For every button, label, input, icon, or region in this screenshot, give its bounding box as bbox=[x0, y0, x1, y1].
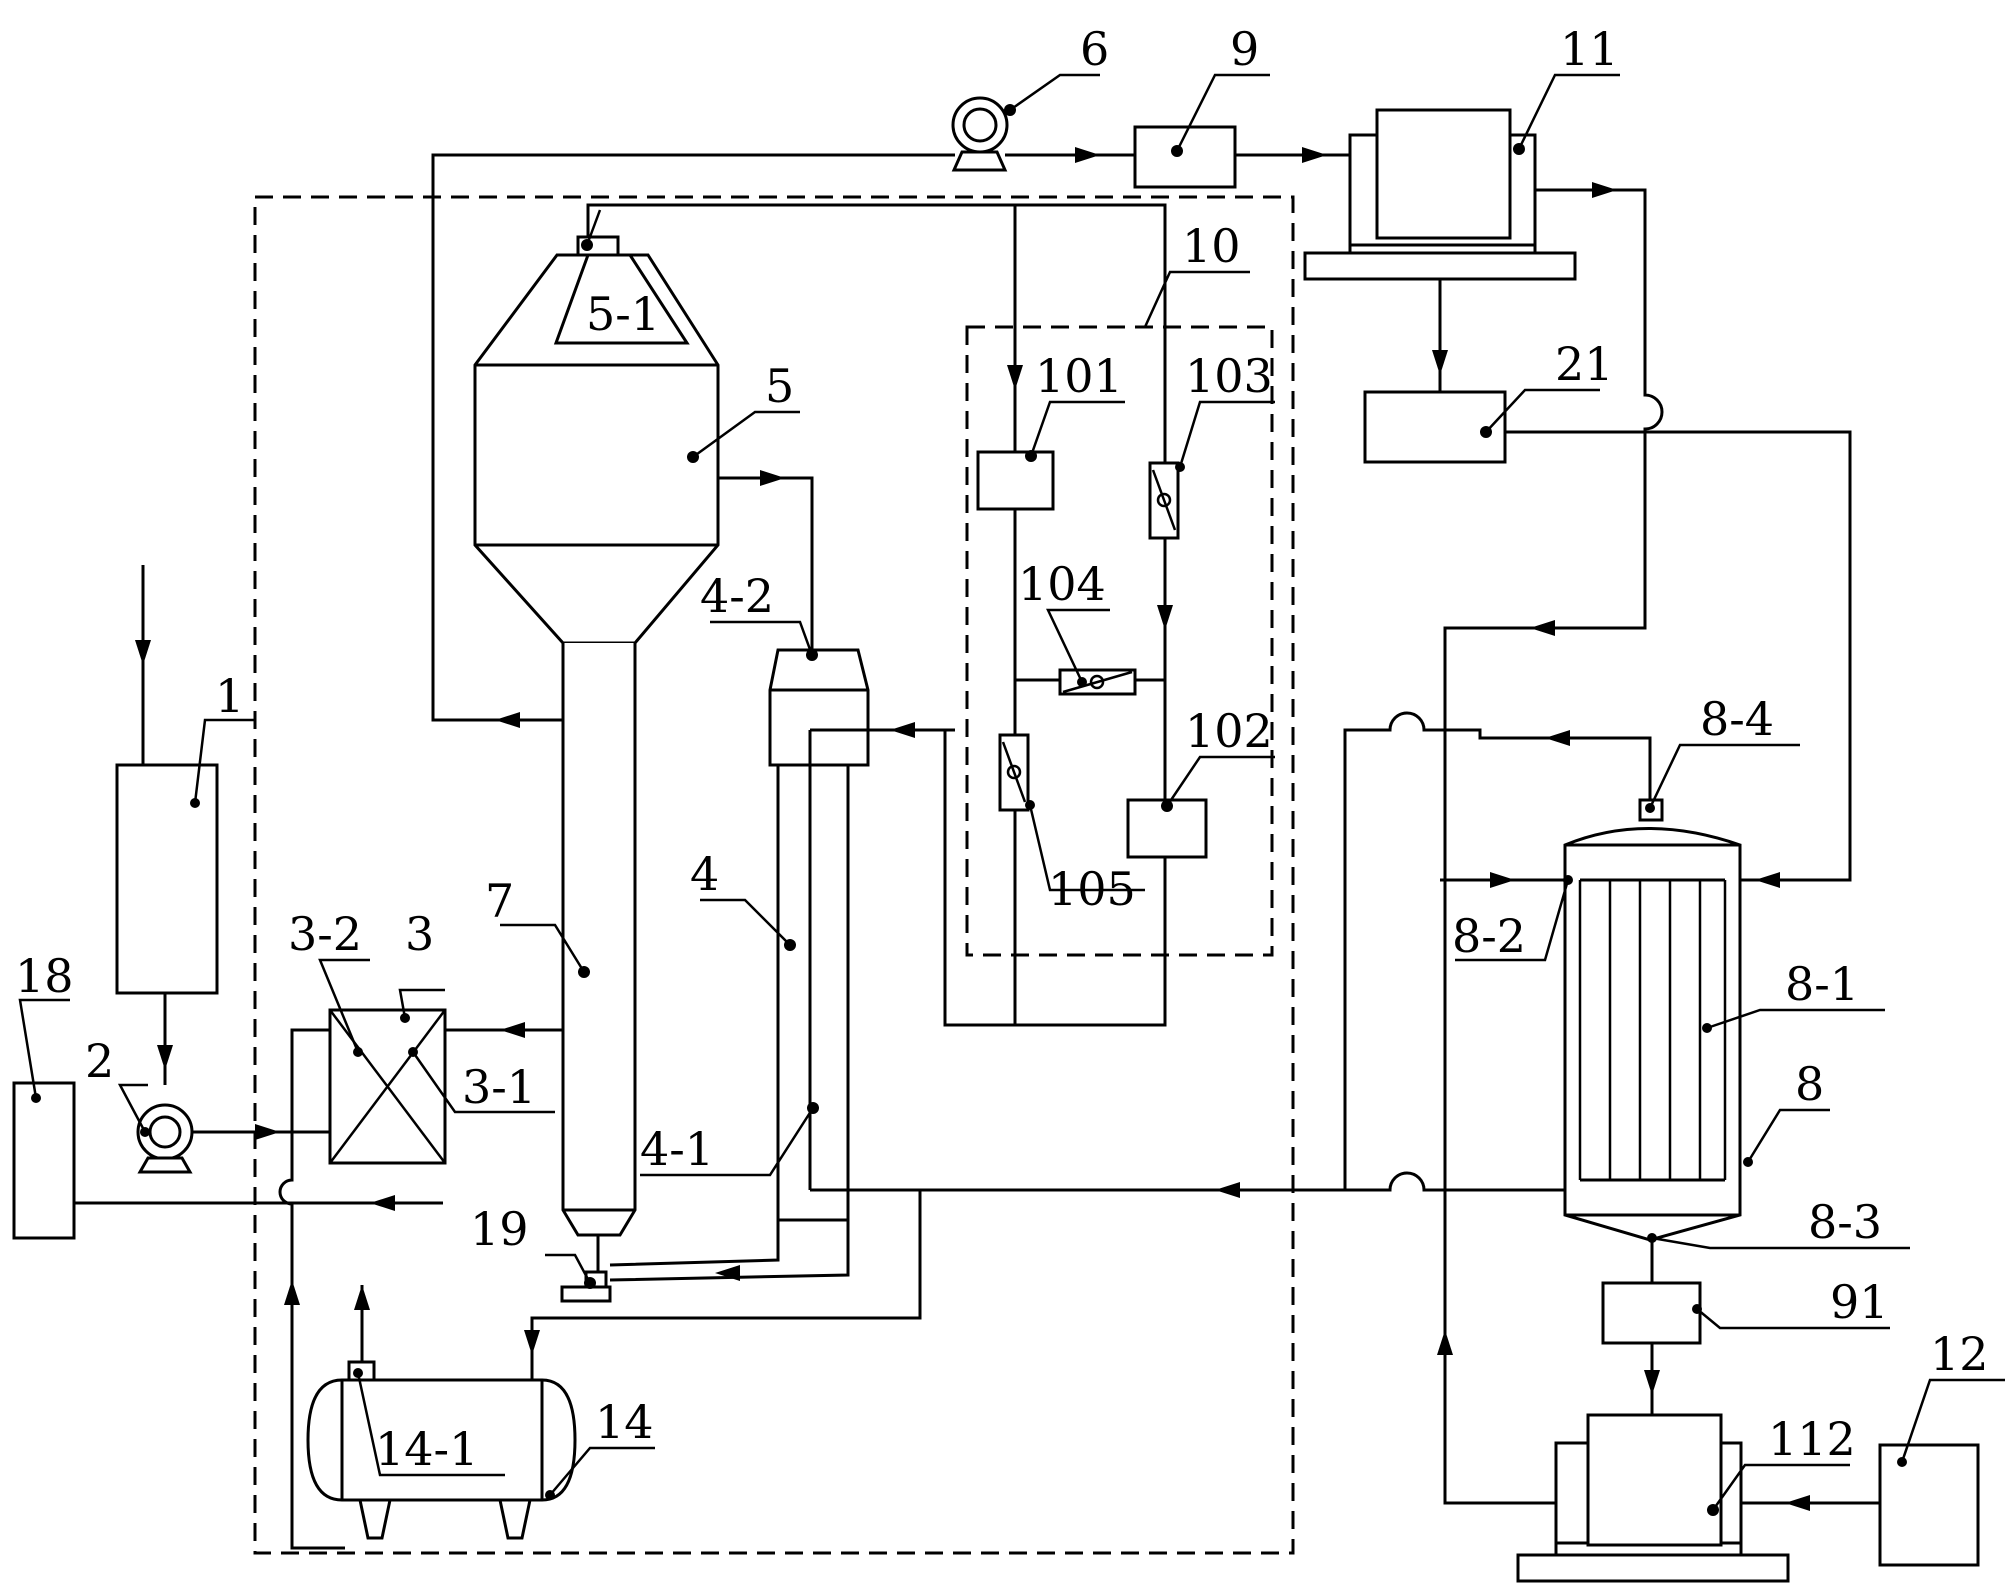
label-9: 9 bbox=[1230, 22, 1259, 76]
label-8-3: 8-3 bbox=[1808, 1195, 1882, 1249]
label-11: 11 bbox=[1560, 22, 1619, 76]
box-12 bbox=[1878, 1443, 1980, 1567]
label-101: 101 bbox=[1035, 349, 1123, 403]
column-4 bbox=[776, 763, 850, 1222]
label-21: 21 bbox=[1555, 337, 1614, 391]
reactor-8 bbox=[1563, 827, 1742, 1242]
label-3-2: 3-2 bbox=[288, 907, 362, 961]
label-1: 1 bbox=[215, 669, 244, 723]
label-8-1: 8-1 bbox=[1785, 957, 1859, 1011]
label-8-2: 8-2 bbox=[1452, 909, 1526, 963]
unit-112-base bbox=[1516, 1553, 1790, 1583]
unit-112-motor bbox=[1586, 1413, 1723, 1547]
unit-11-motor bbox=[1375, 108, 1512, 240]
control-unit-10-enclosure bbox=[965, 325, 1274, 957]
label-4-2: 4-2 bbox=[700, 569, 774, 623]
label-19: 19 bbox=[470, 1202, 529, 1256]
label-3-1: 3-1 bbox=[462, 1060, 536, 1114]
label-3: 3 bbox=[405, 907, 434, 961]
label-7: 7 bbox=[485, 874, 514, 928]
main-dashed-enclosure bbox=[253, 195, 1295, 1555]
label-5: 5 bbox=[765, 359, 794, 413]
box-18 bbox=[12, 1081, 76, 1240]
label-91: 91 bbox=[1830, 1275, 1889, 1329]
box-91 bbox=[1601, 1281, 1702, 1345]
label-2: 2 bbox=[85, 1034, 114, 1088]
label-8: 8 bbox=[1795, 1057, 1824, 1111]
label-18: 18 bbox=[15, 949, 74, 1003]
box-21 bbox=[1363, 390, 1507, 464]
label-8-4: 8-4 bbox=[1700, 692, 1774, 746]
label-12: 12 bbox=[1930, 1327, 1989, 1381]
label-4-1: 4-1 bbox=[640, 1122, 714, 1176]
label-14: 14 bbox=[595, 1395, 654, 1449]
cyclone-4-2 bbox=[768, 648, 870, 767]
tank-1 bbox=[115, 763, 219, 995]
label-4: 4 bbox=[690, 847, 719, 901]
box-101 bbox=[976, 450, 1055, 511]
label-112: 112 bbox=[1768, 1412, 1856, 1466]
label-102: 102 bbox=[1185, 704, 1273, 758]
label-104: 104 bbox=[1018, 557, 1106, 611]
column-7 bbox=[561, 643, 637, 1237]
label-10: 10 bbox=[1182, 219, 1241, 273]
blower-6 bbox=[951, 96, 1009, 154]
label-103: 103 bbox=[1185, 349, 1273, 403]
label-105: 105 bbox=[1048, 862, 1136, 916]
label-5-1: 5-1 bbox=[586, 287, 660, 341]
label-14-1: 14-1 bbox=[375, 1422, 478, 1476]
label-6: 6 bbox=[1080, 22, 1109, 76]
unit-11-base bbox=[1303, 251, 1577, 281]
